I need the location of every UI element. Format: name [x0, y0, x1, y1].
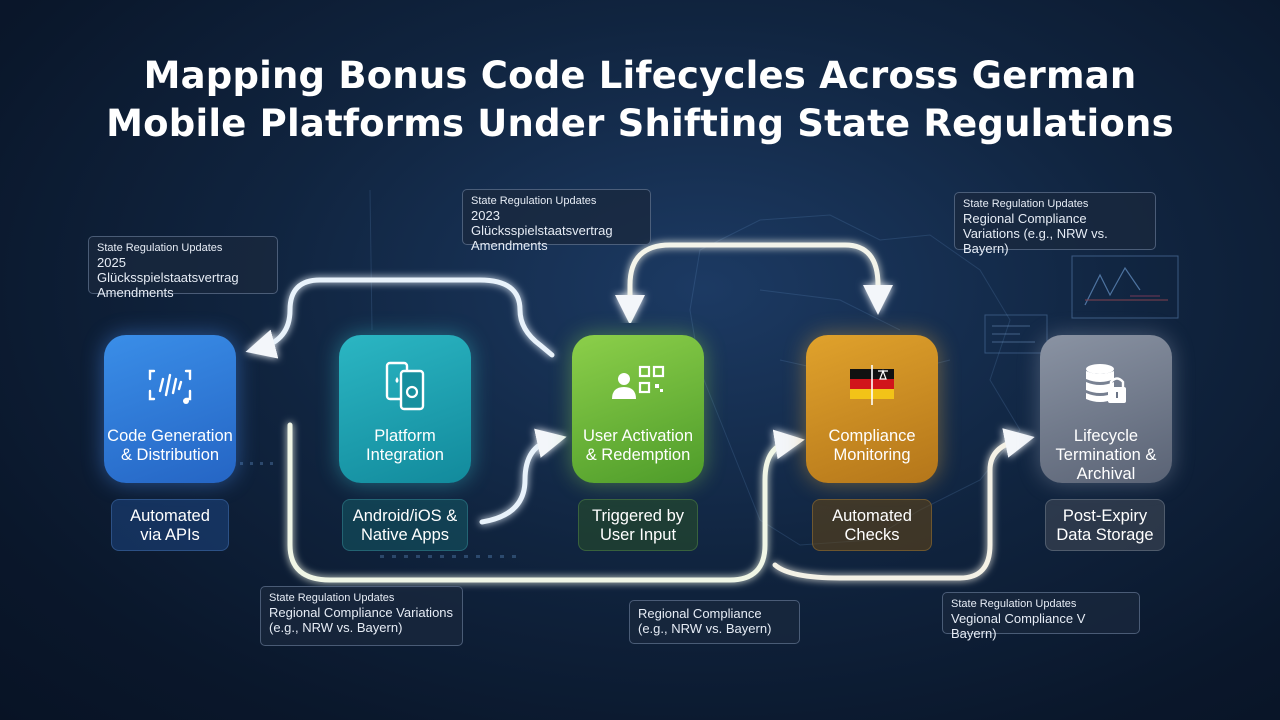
title-line-2: Mobile Platforms Under Shifting State Re…	[106, 102, 1174, 145]
stage-label: Compliance Monitoring	[828, 427, 916, 464]
regulation-note: State Regulation Updates Regional Compli…	[260, 586, 463, 646]
stage-label: Code Generation & Distribution	[107, 427, 233, 464]
mini-data-panel	[984, 314, 1048, 354]
regulation-note: Regional Compliance (e.g., NRW vs. Bayer…	[629, 600, 800, 644]
regulation-note: State Regulation Updates Vegional Compli…	[942, 592, 1140, 641]
mini-chart-panel	[1071, 255, 1179, 319]
regulation-note: State Regulation Updates Regional Compli…	[954, 192, 1156, 256]
stage-platform-integration: Platform Integration	[339, 335, 471, 483]
stage-label: Platform Integration	[366, 427, 444, 464]
stage-code-generation: Code Generation & Distribution	[104, 335, 236, 483]
database-lock-icon	[1086, 364, 1126, 403]
stage-label: Lifecycle Termination & Archival	[1055, 427, 1157, 483]
stage-compliance-monitoring: Compliance Monitoring	[806, 335, 938, 483]
stage-lifecycle-termination: Lifecycle Termination & Archival	[1040, 335, 1172, 483]
page-title: Mapping Bonus Code Lifecycles Across Ger…	[0, 52, 1280, 148]
stage-sub-label: Android/iOS &Native Apps	[342, 499, 468, 551]
stage-user-activation: User Activation & Redemption	[572, 335, 704, 483]
title-line-1: Mapping Bonus Code Lifecycles Across Ger…	[143, 54, 1137, 97]
regulation-note: State Regulation Updates 2025 Glücksspie…	[88, 236, 278, 300]
german-flag-scales-icon	[850, 365, 894, 405]
user-qr-code-icon	[612, 365, 665, 399]
stage-label: User Activation & Redemption	[582, 427, 694, 464]
code-waveform-icon	[148, 369, 192, 404]
regulation-note: State Regulation Updates 2023 Glücksspie…	[462, 189, 651, 253]
smartphones-icon	[385, 361, 425, 411]
